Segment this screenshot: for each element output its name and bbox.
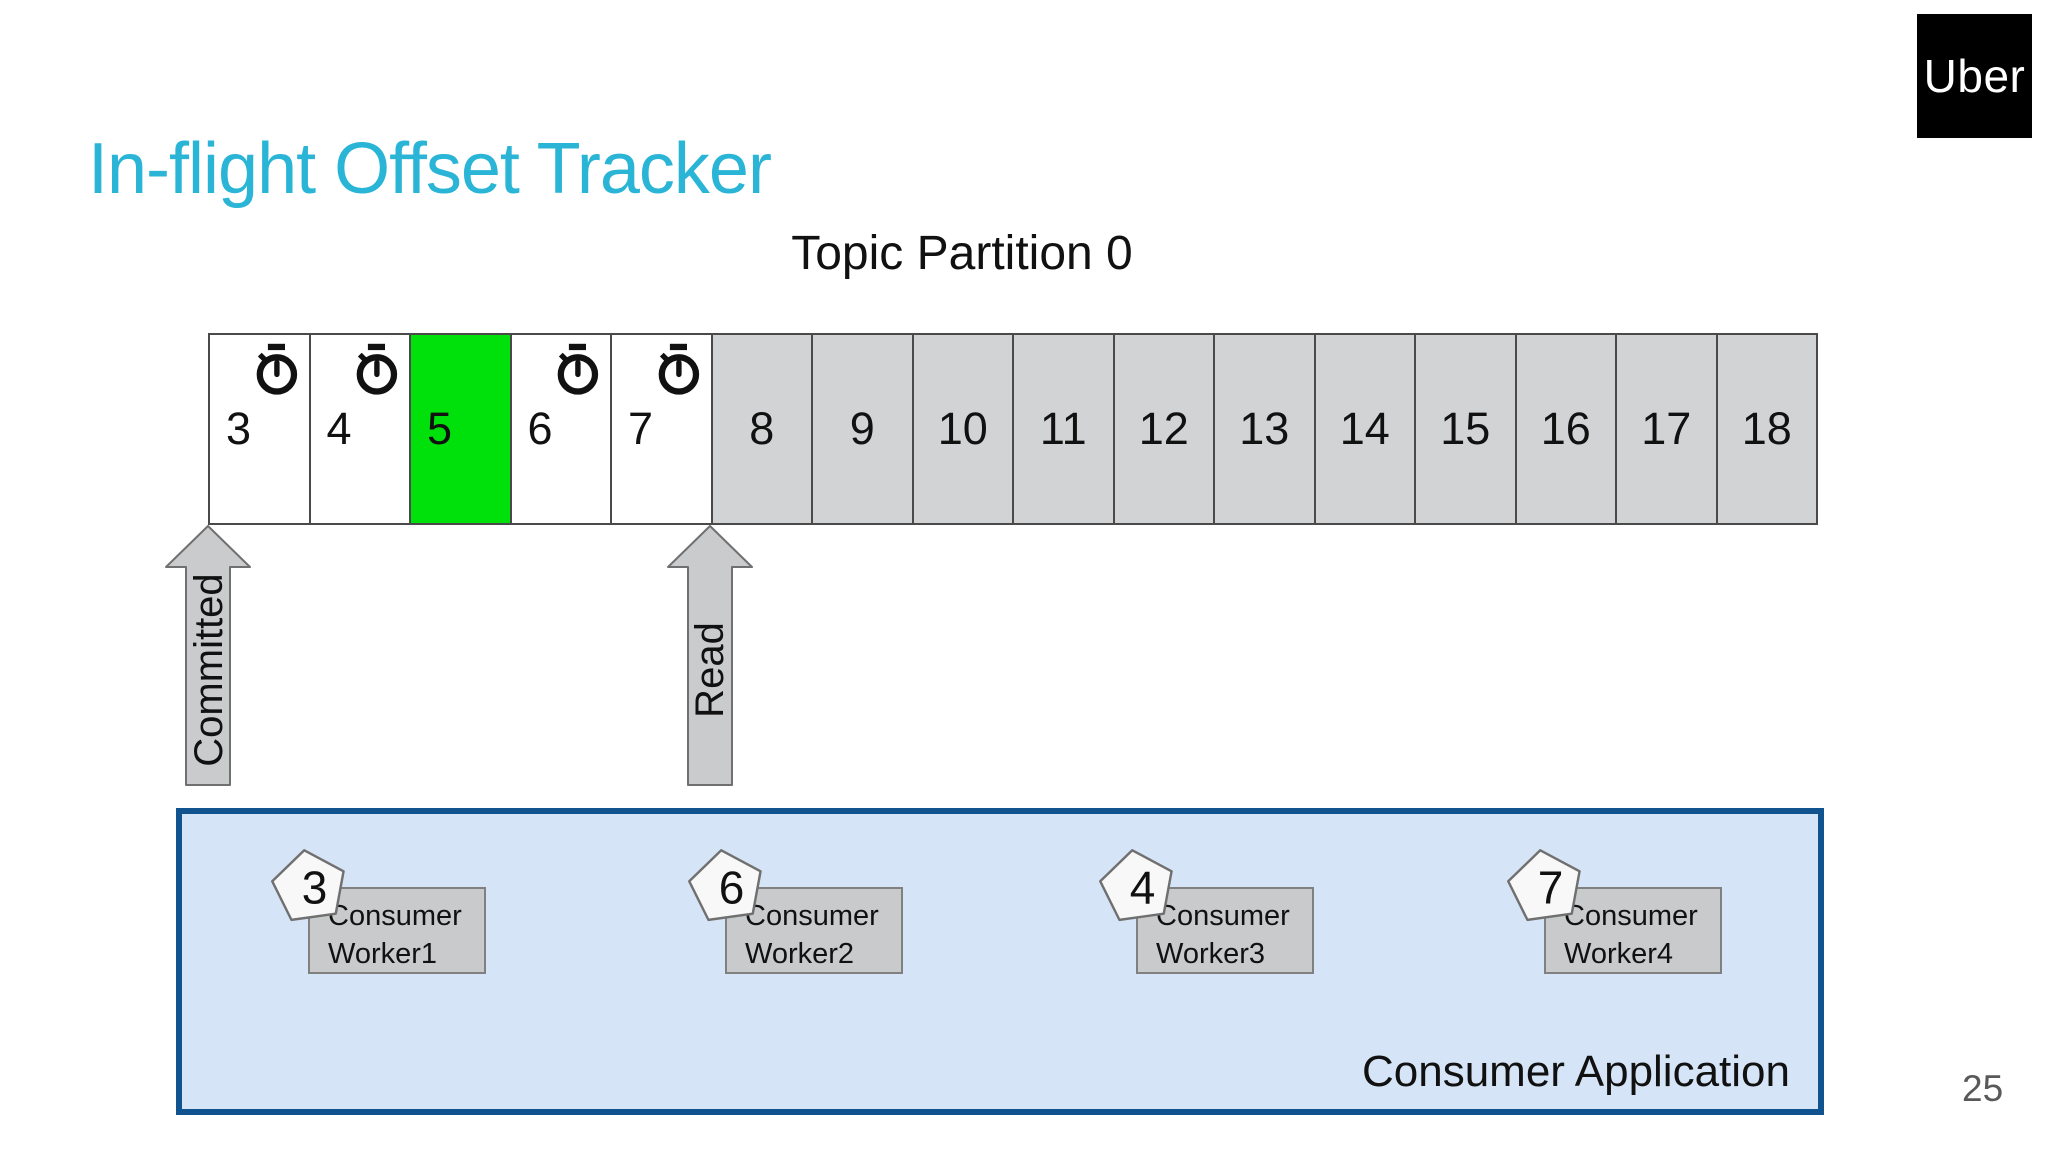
stopwatch-icon [356,343,398,395]
consumer-worker-box: Consumer Worker2 [725,887,903,974]
offset-number: 15 [1440,403,1491,454]
badge-number: 3 [301,861,328,914]
partition-cell: 17 [1617,335,1718,523]
stopwatch-icon [658,343,699,395]
consumer-worker-name: Consumer Worker3 [1156,900,1290,971]
page-number: 25 [1962,1068,2004,1109]
consumer-application-label: Consumer Application [1361,1047,1790,1096]
consumer-worker: Consumer Worker4 7 [1506,848,1736,978]
badge-number: 4 [1129,861,1156,914]
read-arrow-icon [667,525,753,786]
offset-number: 12 [1138,403,1189,454]
consumer-worker-name: Consumer Worker4 [1564,900,1698,971]
partition-cell: 16 [1516,335,1617,523]
offset-number: 13 [1239,403,1290,454]
partition-cell: 15 [1416,335,1517,523]
pentagon-icon [1099,849,1173,922]
uber-logo-text: Uber [1923,50,2026,102]
partition-cell: 13 [1215,335,1316,523]
partition-cell: 10 [913,335,1014,523]
offset-number: 7 [628,403,654,454]
pentagon-icon [271,849,345,922]
partition-cell: 14 [1315,335,1416,523]
consumer-worker: Consumer Worker3 4 [1098,848,1328,978]
partition-cell: 7 [612,335,713,523]
offset-badge: 6 [682,843,769,925]
offset-badge: 3 [265,843,352,925]
offset-number: 3 [226,403,252,454]
consumer-worker-name: Consumer Worker2 [745,900,879,971]
committed-arrow-icon [165,525,251,786]
partition-cell: 8 [712,335,813,523]
stopwatch-icon [256,343,297,395]
offset-number: 5 [427,403,453,454]
offset-number: 4 [326,403,352,454]
badge-number: 6 [718,861,745,914]
partition-cell: 12 [1114,335,1215,523]
uber-logo: Uber [1917,14,2032,138]
pentagon-icon [688,849,762,922]
topic-partition-label: Topic Partition 0 [791,227,1133,280]
partition-cell-row: 3 4 5 6 7 8 [208,333,1818,525]
offset-number: 11 [1039,403,1087,454]
badge-number: 7 [1537,861,1564,914]
partition-cell: 11 [1014,335,1115,523]
offset-number: 10 [937,403,988,454]
stopwatch-icon [557,343,599,395]
partition-cell: 6 [511,335,612,523]
consumer-worker: Consumer Worker1 3 [270,848,500,978]
offset-number: 8 [749,403,775,454]
offset-number: 6 [527,403,553,454]
offset-number: 16 [1540,403,1591,454]
offset-number: 14 [1339,403,1390,454]
consumer-worker-name: Consumer Worker1 [328,900,462,971]
partition-cell: 5 [411,335,512,523]
partition-cell: 4 [310,335,411,523]
offset-number: 17 [1641,403,1692,454]
partition-cell: 18 [1717,335,1816,523]
offset-number: 18 [1741,403,1792,454]
consumer-worker: Consumer Worker2 6 [687,848,917,978]
pentagon-icon [1507,849,1581,922]
offset-badge: 7 [1501,843,1588,925]
partition-cell: 9 [813,335,914,523]
page-title: In-flight Offset Tracker [88,129,772,209]
offset-number: 9 [849,403,875,454]
partition-cell: 3 [210,335,311,523]
offset-badge: 4 [1093,843,1180,925]
consumer-worker-box: Consumer Worker1 [308,887,486,974]
